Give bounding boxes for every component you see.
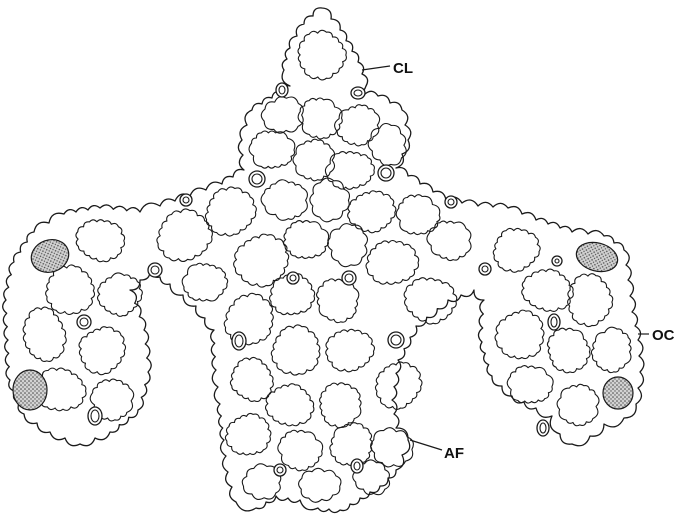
plate-cell xyxy=(522,269,574,311)
plate-cell xyxy=(266,384,314,426)
pore xyxy=(232,332,246,350)
pore xyxy=(537,420,549,436)
plate-cell xyxy=(293,139,335,181)
plate-cell xyxy=(396,195,440,235)
pore xyxy=(479,263,491,275)
plate-cell xyxy=(299,468,341,502)
plate-cell xyxy=(76,220,125,262)
plate-cell xyxy=(368,123,406,165)
leader-af xyxy=(410,440,442,450)
plate-cell xyxy=(79,327,126,375)
plate-cell xyxy=(375,362,422,410)
pore xyxy=(77,315,91,329)
plate-cell xyxy=(547,328,590,373)
plate-cell xyxy=(427,221,471,260)
plate-cell xyxy=(261,180,307,221)
ocular-cells xyxy=(13,234,633,410)
plate-cell xyxy=(23,307,66,361)
plate-cell xyxy=(271,325,320,375)
plate-cell xyxy=(495,310,544,359)
pore xyxy=(388,332,404,348)
plate-cell xyxy=(157,209,213,262)
plate-cell xyxy=(249,131,295,168)
plate-cell xyxy=(348,191,396,233)
ocular-cell-right-lower xyxy=(603,377,633,409)
plate-cell xyxy=(284,221,329,259)
label-cl: CL xyxy=(393,60,413,77)
plate-cell xyxy=(278,430,323,471)
pore xyxy=(148,263,162,277)
ocular-cell-left-lower xyxy=(13,370,47,410)
label-af-group: AF xyxy=(410,440,464,462)
label-oc: OC xyxy=(652,327,675,344)
pore xyxy=(249,171,265,187)
plate-cell xyxy=(230,357,273,401)
ocular-cell-right-upper xyxy=(573,238,621,276)
plate-cell xyxy=(182,263,228,301)
pore xyxy=(274,464,286,476)
plate-cell xyxy=(507,366,553,404)
plate-cell xyxy=(225,413,271,455)
plate-cell xyxy=(298,98,342,139)
plate-cell xyxy=(591,327,631,372)
body-outline xyxy=(3,8,644,513)
plate-cell xyxy=(261,97,303,134)
plate-cell xyxy=(366,240,419,284)
plate-cell xyxy=(330,423,372,466)
ocular-cell-left-upper xyxy=(27,234,74,277)
pore xyxy=(180,194,192,206)
plate-cell xyxy=(568,274,613,327)
pore xyxy=(88,407,102,425)
plate-cell xyxy=(320,383,362,428)
pore xyxy=(552,256,562,266)
plate-cell xyxy=(234,234,289,287)
plate-cell xyxy=(205,187,256,236)
pores-group xyxy=(77,83,562,476)
label-cl-group: CL xyxy=(362,60,413,77)
pore xyxy=(287,272,299,284)
label-af: AF xyxy=(444,445,464,462)
plate-cell xyxy=(317,279,359,323)
pore xyxy=(276,83,288,97)
plate-cell xyxy=(298,30,346,80)
leader-cl xyxy=(362,66,390,70)
plate-cell xyxy=(224,293,273,345)
label-oc-group: OC xyxy=(638,327,675,344)
plate-cell xyxy=(493,228,540,272)
pore xyxy=(445,196,457,208)
pore xyxy=(378,165,394,181)
pore xyxy=(342,271,356,285)
plate-cell xyxy=(557,384,599,425)
pore xyxy=(351,459,363,473)
plate-cell xyxy=(326,329,375,372)
plate-cell xyxy=(310,178,350,222)
pore xyxy=(548,314,560,330)
pore xyxy=(351,87,365,99)
